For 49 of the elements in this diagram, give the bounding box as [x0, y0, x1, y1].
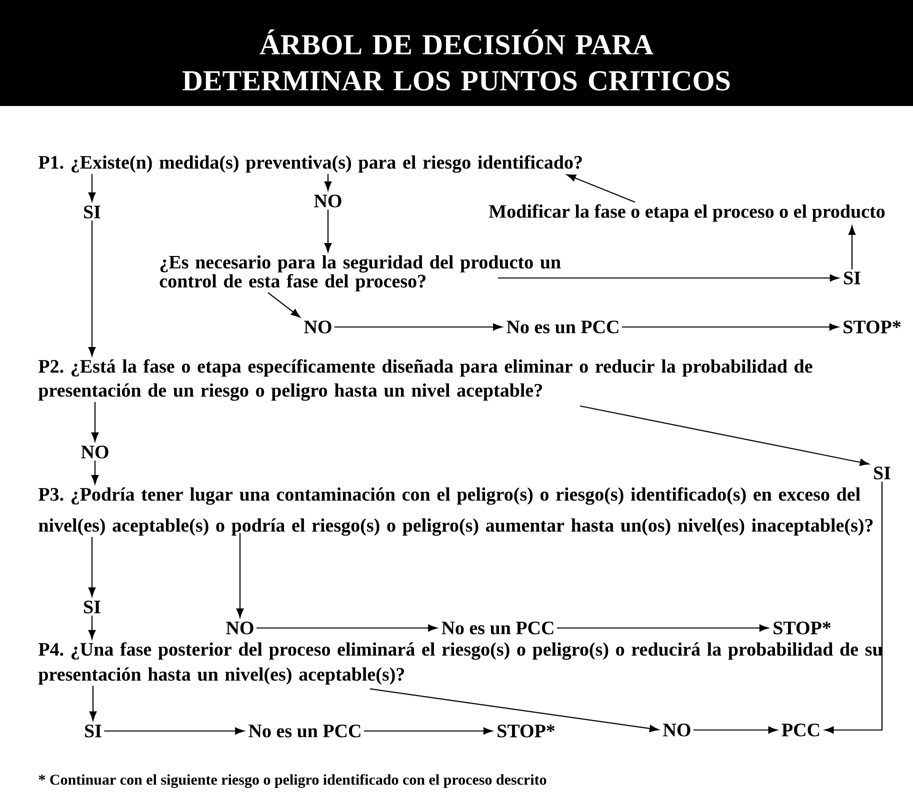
arrow — [848, 226, 856, 270]
question-text: P3. ¿Podría tener lugar una contaminación con el peligro(s) o riesgo(s) identificado(s) en exceso del nivel(es) aceptable(s) o podría el riesgo(s) o peligro(s) aumentar hasta un(os) nivel(es) inaceptable(s)? — [38, 487, 873, 536]
question-text: P2. ¿Está la fase o etapa específicamente diseñada para eliminar o reducir la probabilidad de presentación de un riesgo o peligro hasta un nivel aceptable? — [38, 359, 812, 401]
answer-text: SI — [84, 600, 100, 614]
answer-text: SI — [874, 466, 890, 480]
answer-text: No es un PCC — [442, 622, 554, 634]
answer-text: NO — [304, 320, 332, 334]
answer-text: SI — [844, 272, 860, 284]
answer-text: STOP* — [498, 724, 555, 738]
question-text: P4. ¿Una fase posterior del proceso eliminará el riesgo(s) o peligro(s) o reducirá la probabilidad de su presentación hasta un nivel(es) aceptable(s)? — [38, 642, 882, 685]
arrow — [693, 726, 778, 734]
answer-text: SI — [84, 206, 100, 218]
arrow — [566, 174, 636, 203]
arrow — [88, 220, 96, 356]
answer-text: NO — [226, 622, 254, 634]
question-text: P1. ¿Existe(n) medida(s) preventiva(s) para el riesgo identificado? — [38, 155, 582, 173]
answer-text: NO — [663, 724, 690, 736]
answer-text: PCC — [782, 724, 820, 736]
answer-text: STOP* — [774, 622, 831, 634]
answer-text: No es un PCC — [248, 724, 360, 738]
arrow — [370, 688, 659, 732]
arrow — [364, 727, 493, 735]
answer-text: NO — [81, 446, 108, 458]
answer-text: NO — [314, 194, 342, 208]
arrow — [104, 727, 244, 735]
arrow — [88, 536, 96, 597]
arrow — [88, 616, 96, 640]
arrow — [256, 624, 438, 632]
answer-text: Modificar la fase o etapa el proceso o el producto — [489, 204, 885, 222]
arrow — [556, 624, 769, 632]
answer-text: STOP* — [844, 320, 901, 334]
question-text: ¿Es necesario para la seguridad del producto un control de esta fase del proceso? — [160, 255, 561, 292]
arrow — [88, 174, 96, 202]
answer-text: No es un PCC — [506, 320, 618, 334]
arrow — [324, 210, 332, 252]
arrow — [580, 405, 870, 466]
arrow — [268, 292, 300, 318]
arrow — [236, 532, 244, 618]
arrow — [824, 482, 883, 734]
arrow — [622, 323, 839, 331]
arrow — [91, 460, 99, 484]
title-banner: ÁRBOL DE DECISIÓN PARA DETERMINAR LOS PUNTOS CRITICOS — [0, 0, 913, 106]
arrow — [324, 174, 332, 191]
arrow — [89, 686, 97, 721]
footnote: * Continuar con el siguiente riesgo o peligro identificado con el proceso descrito — [38, 774, 546, 788]
arrow — [498, 274, 840, 282]
answer-text: SI — [85, 724, 102, 738]
arrow — [91, 402, 99, 442]
arrow — [334, 323, 502, 331]
